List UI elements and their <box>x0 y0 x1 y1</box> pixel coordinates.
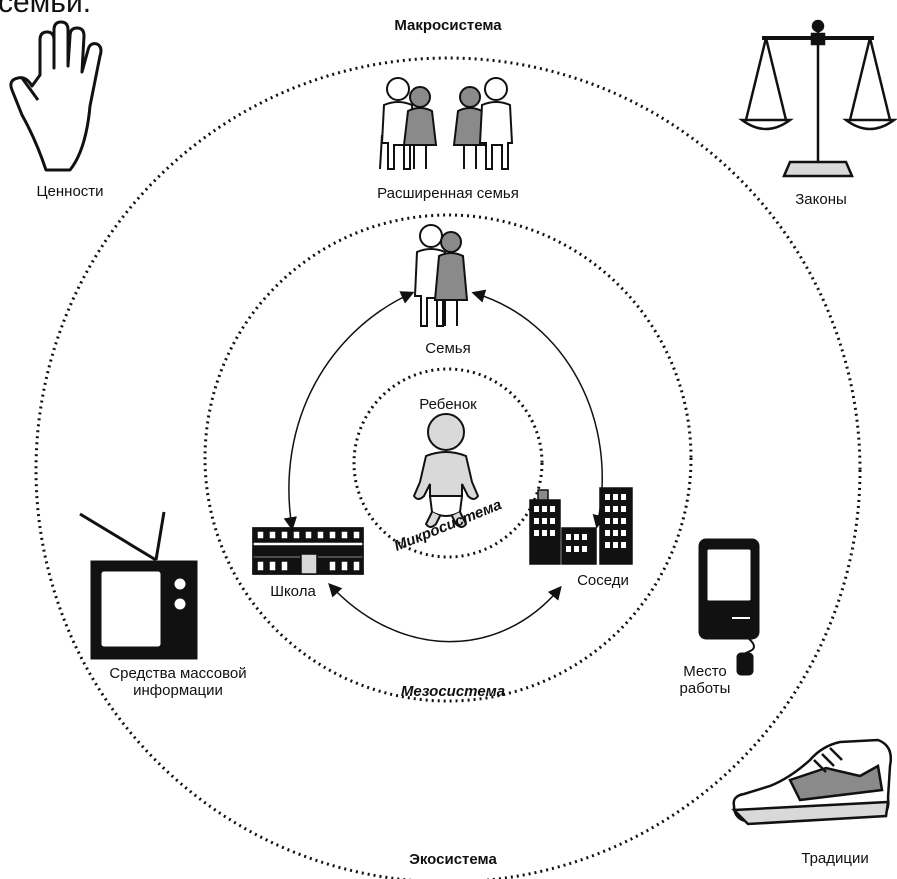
school-building-icon <box>252 527 364 575</box>
baby-icon <box>412 413 480 528</box>
city-buildings-icon <box>529 487 633 565</box>
label-mesosystem: Мезосистема <box>400 683 506 700</box>
label-macrosystem: Макросистема <box>394 17 502 34</box>
exosystem-circle <box>34 56 862 879</box>
header-fragment: семьи. <box>0 0 92 19</box>
label-school: Школа <box>270 583 316 600</box>
arrow-school-neighbors <box>328 583 562 643</box>
label-traditions: Традиции <box>801 850 869 867</box>
label-laws: Законы <box>795 191 847 208</box>
label-exosystem: Экосистема <box>409 851 497 868</box>
sneaker-icon <box>731 738 892 826</box>
label-extended-family: Расширенная семья <box>377 185 519 202</box>
arrow-family-neighbors <box>471 289 606 529</box>
extended-family-icon <box>379 77 514 170</box>
label-family: Семья <box>425 340 471 357</box>
hand-icon <box>9 20 103 172</box>
label-neighbors: Соседи <box>577 572 629 589</box>
arrow-family-school <box>283 291 415 531</box>
scales-icon <box>738 19 897 178</box>
family-couple-icon <box>413 224 469 327</box>
computer-mouse-icon <box>698 538 760 676</box>
tv-icon <box>79 511 198 660</box>
mesosystem-circle <box>203 213 693 703</box>
label-child: Ребенок <box>419 396 477 413</box>
label-mass-media: Средства массовой информации <box>109 665 247 700</box>
label-values: Ценности <box>36 183 104 200</box>
label-workplace: Место работы <box>679 663 731 698</box>
